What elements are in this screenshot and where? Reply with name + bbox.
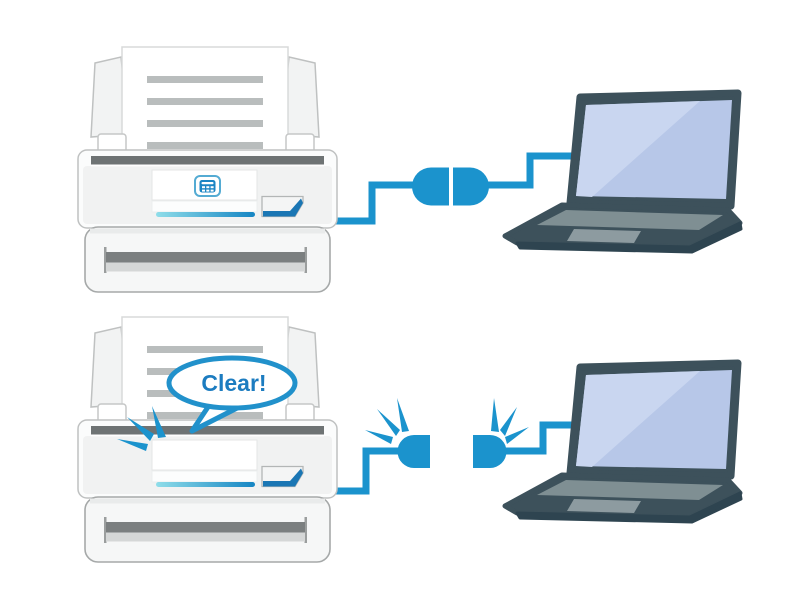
- burst-plug-right-icon: [491, 398, 529, 444]
- plug-half-left: [412, 167, 449, 206]
- printer-display-icon: [194, 175, 221, 197]
- usb-cable-connected: [330, 152, 585, 225]
- scene-disconnected: Clear!: [78, 317, 741, 562]
- cable-laptop-side: [480, 152, 585, 189]
- burst-plug-left-icon: [365, 398, 409, 444]
- usb-cable-disconnected: [330, 421, 585, 495]
- plug-half-right: [473, 435, 507, 468]
- connector-unplugged-icons: [397, 435, 507, 468]
- laptop-top: [505, 93, 741, 252]
- printer-bottom: [78, 317, 337, 562]
- burst-printer-icon: [117, 406, 166, 451]
- plug-half-right: [453, 167, 490, 206]
- cable-printer-side: [330, 447, 404, 495]
- speech-bubble-text: Clear!: [201, 370, 266, 396]
- speech-bubble: Clear!: [166, 355, 298, 434]
- scene-connected: [78, 47, 741, 292]
- printer-top: [78, 47, 337, 292]
- plug-half-left: [397, 435, 430, 468]
- speech-bubble-body: [166, 355, 298, 411]
- cable-printer-side: [330, 181, 420, 225]
- cable-laptop-side: [500, 421, 585, 455]
- connector-joined-icon: [412, 167, 490, 206]
